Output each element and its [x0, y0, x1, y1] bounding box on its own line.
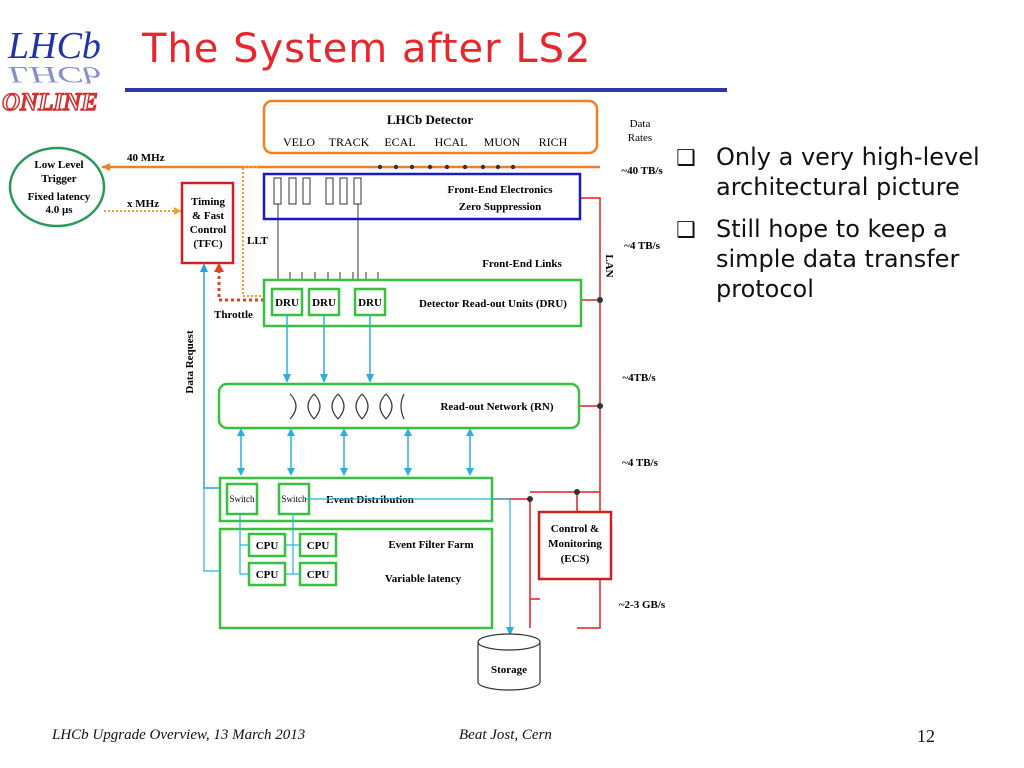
tfc-line-3: Control [190, 224, 226, 236]
ecs-line-3: (ECS) [561, 553, 590, 565]
bullet-list: ❑ Only a very high-level architectural p… [676, 142, 1016, 316]
l0-line-4: 4.0 µs [45, 204, 73, 216]
label-throttle: Throttle [214, 309, 253, 321]
front-end-links-label: Front-End Links [482, 258, 562, 270]
dru-label-1: DRU [275, 297, 299, 309]
footer-left: LHCb Upgrade Overview, 13 March 2013 [52, 727, 306, 743]
rate-frontend: ~40 TB/s [621, 165, 663, 177]
lan-label: LAN [603, 254, 615, 277]
logo-reflection: LHCb [7, 62, 101, 87]
label-40mhz: 40 MHz [127, 152, 165, 164]
lhcb-online-logo: LHCb LHCb ONLINE [0, 0, 125, 118]
throttle-line [217, 265, 270, 302]
lhcb-detector-box [262, 99, 599, 155]
tfc-line-4: (TFC) [193, 238, 223, 250]
fee-line-1: Front-End Electronics [447, 184, 553, 196]
page-number: 12 [917, 726, 935, 746]
xmhz-arrowhead [174, 207, 181, 215]
dru-label-2: DRU [312, 297, 336, 309]
cpu-label-1: CPU [256, 540, 279, 552]
switch-label-2: Switch [281, 494, 307, 504]
dru-unit-1 [270, 287, 304, 317]
subdetector-velo: VELO [283, 135, 315, 149]
data-request-arrowhead [200, 263, 208, 272]
switch-label-1: Switch [229, 494, 255, 504]
label-data-request: Data Request [184, 330, 196, 394]
fee-line-2: Zero Suppression [459, 201, 541, 213]
dru-to-rn-arrowheads [283, 374, 374, 383]
data-request-line [203, 265, 236, 489]
detector-title: LHCb Detector [387, 112, 474, 127]
storage-cylinder-body [477, 642, 541, 691]
cpu-label-2: CPU [307, 540, 330, 552]
rate-links: ~4 TB/s [624, 240, 661, 252]
dru-box-label: Detector Read-out Units (DRU) [419, 298, 567, 310]
slide-title: The System after LS2 [142, 26, 592, 72]
bullet-line: architectural picture [716, 173, 960, 201]
bullet-item-1: ❑ Only a very high-level architectural p… [676, 142, 1016, 202]
data-rates-label-2: Rates [628, 132, 652, 144]
rate-dru: ~4TB/s [622, 372, 656, 384]
bullet-line: Still hope to keep a [716, 215, 948, 243]
front-end-electronics-box [262, 172, 582, 221]
checkbox-bullet-icon: ❑ [676, 218, 696, 243]
clock-taps [377, 164, 516, 170]
l0-line-1: Low Level [34, 159, 83, 171]
storage-label: Storage [491, 664, 527, 676]
rn-to-ed-links [240, 430, 471, 474]
event-distribution-label: Event Distribution [326, 494, 414, 506]
event-filter-farm-label: Event Filter Farm [388, 539, 473, 551]
l0-line-3: Fixed latency [28, 191, 91, 203]
low-level-trigger-ellipse [8, 146, 106, 228]
subdetector-ecal: ECAL [384, 135, 415, 149]
data-rates-label-1: Data [630, 118, 651, 130]
bullet-line: simple data transfer [716, 245, 960, 273]
network-switch-symbols [289, 393, 405, 420]
title-underline [125, 88, 727, 92]
rate-storage: ~2-3 GB/s [619, 599, 666, 611]
readout-network-box [217, 382, 581, 430]
throttle-arrowhead [214, 263, 224, 272]
subdetector-rich: RICH [539, 135, 568, 149]
cpu-label-4: CPU [307, 569, 330, 581]
switch-2 [277, 482, 311, 516]
ecs-line-1: Control & [551, 523, 599, 535]
tfc-line-2: & Fast [192, 210, 224, 222]
label-llt: LLT [247, 235, 269, 247]
tfc-line-1: Timing [191, 196, 226, 208]
lan-junctions [527, 297, 603, 502]
rate-network: ~4 TB/s [622, 457, 659, 469]
bullet-line: Only a very high-level [716, 143, 980, 171]
checkbox-bullet-icon: ❑ [676, 146, 696, 171]
switch-1 [225, 482, 259, 516]
logo-graphic: LHCb LHCb ONLINE [0, 0, 125, 118]
bullet-item-2: ❑ Still hope to keep a simple data trans… [676, 214, 1016, 304]
dru-to-rn-links [286, 315, 371, 381]
llt-line [242, 166, 266, 297]
variable-latency-label: Variable latency [385, 573, 462, 585]
dru-unit-3 [353, 287, 387, 317]
storage-arrowhead [506, 627, 514, 636]
rn-to-ed-arrowheads [237, 428, 474, 476]
l0-line-2: Trigger [41, 173, 76, 185]
subdetector-track: TRACK [329, 135, 370, 149]
bullet-line: protocol [716, 275, 814, 303]
subdetector-hcal: HCAL [435, 135, 468, 149]
readout-network-label: Read-out Network (RN) [440, 401, 553, 413]
ecs-box [537, 510, 613, 581]
subdetector-muon: MUON [484, 135, 521, 149]
storage-cylinder-top [477, 633, 541, 651]
label-xmhz: x MHz [127, 198, 159, 210]
footer-center: Beat Jost, Cern [459, 727, 552, 743]
clock-arrowhead [102, 163, 110, 171]
logo-text: LHCb [7, 25, 101, 67]
logo-online-text: ONLINE [2, 89, 98, 116]
ecs-line-2: Monitoring [548, 538, 602, 550]
cpu-label-3: CPU [256, 569, 279, 581]
switch-to-cpu-links [203, 488, 511, 632]
tfc-box [180, 181, 235, 265]
dru-label-3: DRU [358, 297, 382, 309]
